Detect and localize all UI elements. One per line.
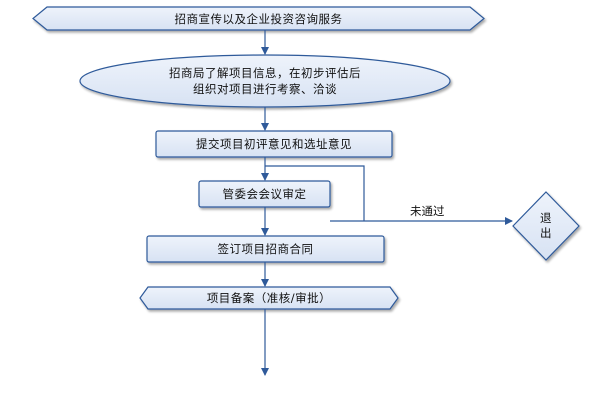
not-passed-label: 未通过 [410, 204, 445, 218]
committee-review-label: 管委会会议审定 [222, 187, 307, 201]
promotion-label: 招商宣传以及企业投资咨询服务 [174, 11, 343, 26]
branch-opinion-to-reject [265, 165, 365, 221]
exit-diamond [512, 191, 580, 261]
initial-evaluation-line-1: 招商局了解项目信息，在初步评估后 [169, 66, 361, 80]
exit-label: 退出 [530, 208, 562, 244]
initial-evaluation-label: 招商局了解项目信息，在初步评估后 组织对项目进行考察、洽谈 [80, 55, 450, 107]
submit-opinion-box [155, 130, 393, 158]
submit-opinion-label: 提交项目初评意见和选址意见 [196, 137, 352, 151]
initial-evaluation-line-2: 组织对项目进行考察、洽谈 [193, 82, 337, 96]
project-filing-box [139, 286, 399, 310]
sign-contract-label: 签订项目招商合同 [217, 242, 314, 256]
exit-text: 退出 [540, 211, 552, 240]
project-filing-label: 项目备案（准核/审批） [206, 291, 332, 305]
promotion-box [32, 6, 485, 31]
